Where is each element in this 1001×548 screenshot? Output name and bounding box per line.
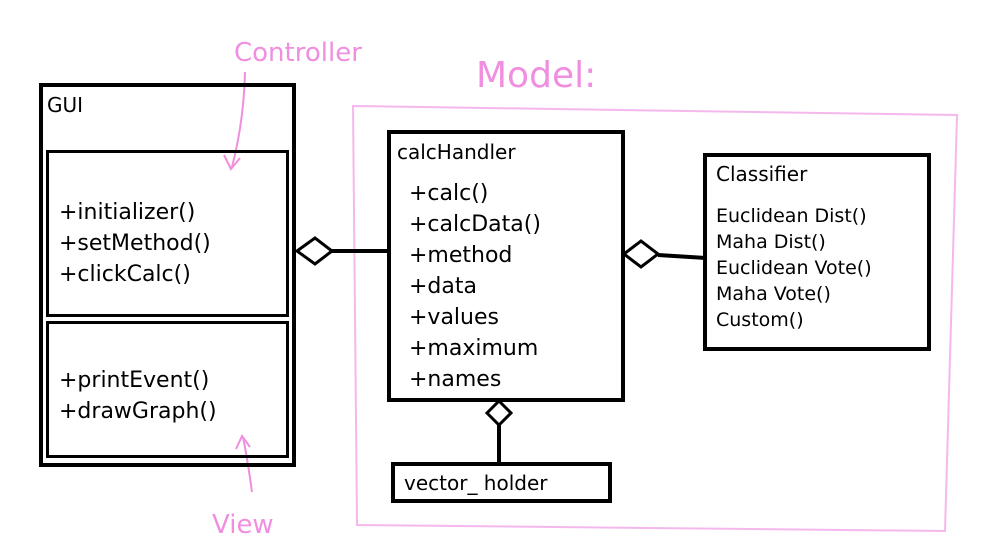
classifier-euclidean-vote: Euclidean Vote() [716, 257, 872, 279]
view-method-list: +printEvent() +drawGraph() [59, 365, 217, 427]
gui-controller-section: +initializer() +setMethod() +clickCalc() [46, 150, 289, 317]
gui-title: GUI [47, 93, 84, 117]
method-setmethod: +setMethod() [59, 231, 211, 256]
classifier-euclidean-dist: Euclidean Dist() [716, 205, 867, 227]
member-method: +method [409, 243, 513, 268]
method-initializer: +initializer() [59, 200, 196, 225]
vector-holder-class: vector_ holder [391, 462, 612, 503]
controller-annotation: Controller [234, 38, 362, 68]
gui-aggregation-diamond [294, 236, 335, 266]
vector-aggregation-diamond [484, 398, 514, 428]
classifier-title: Classifier [716, 162, 808, 186]
model-boundary [351, 104, 959, 533]
method-printevent: +printEvent() [59, 368, 210, 393]
classifier-member-list: Euclidean Dist() Maha Dist() Euclidean V… [716, 203, 872, 333]
gui-view-section: +printEvent() +drawGraph() [46, 321, 289, 458]
classifier-class: Classifier Euclidean Dist() Maha Dist() … [703, 153, 931, 351]
member-data: +data [409, 274, 477, 299]
calchandler-aggregation-diamond [621, 239, 661, 269]
member-maximum: +maximum [409, 336, 539, 361]
controller-arrow [231, 71, 246, 168]
model-annotation: Model: [476, 55, 597, 96]
calchandler-member-list: +calc() +calcData() +method +data +value… [409, 178, 541, 395]
member-calc: +calc() [409, 181, 489, 206]
classifier-custom: Custom() [716, 309, 804, 331]
calchandler-title: calcHandler [397, 140, 516, 164]
method-drawgraph: +drawGraph() [59, 399, 217, 424]
classifier-maha-dist: Maha Dist() [716, 231, 826, 253]
vector-holder-title: vector_ holder [404, 471, 548, 495]
calchandler-class: calcHandler +calc() +calcData() +method … [387, 130, 625, 402]
member-names: +names [409, 367, 502, 392]
member-values: +values [409, 305, 499, 330]
controller-method-list: +initializer() +setMethod() +clickCalc() [59, 197, 211, 290]
view-annotation: View [212, 510, 274, 540]
classifier-maha-vote: Maha Vote() [716, 283, 831, 305]
member-calcdata: +calcData() [409, 212, 541, 237]
method-clickcalc: +clickCalc() [59, 262, 191, 287]
gui-class: GUI [39, 83, 296, 467]
calchandler-classifier-link [657, 253, 707, 260]
